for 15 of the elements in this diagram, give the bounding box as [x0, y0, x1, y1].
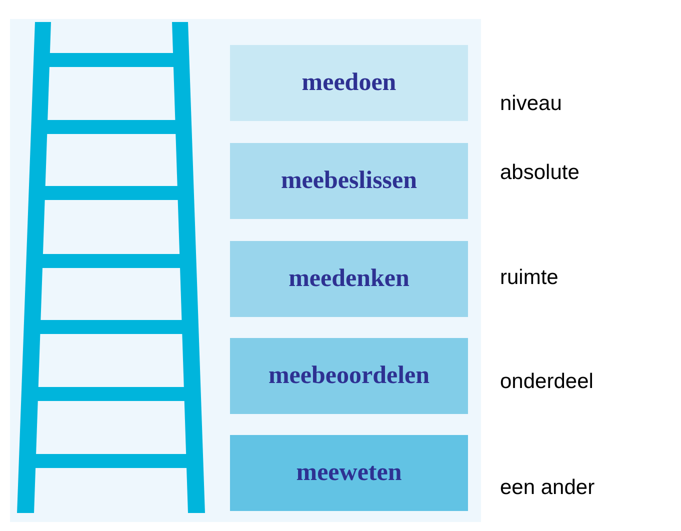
- side-note: niveau: [500, 92, 562, 116]
- level-label: meedenken: [288, 265, 410, 293]
- level-box: [230, 143, 468, 219]
- level-label: meeweten: [296, 459, 402, 487]
- side-note: onderdeel: [500, 370, 594, 394]
- side-note: absolute: [500, 161, 580, 185]
- level-box: [230, 435, 468, 511]
- level-box: [230, 338, 468, 414]
- level-label: meebeslissen: [280, 167, 418, 195]
- side-note: ruimte: [500, 266, 558, 290]
- level-box: [230, 241, 468, 317]
- level-label: meebeoordelen: [268, 362, 430, 390]
- side-note: een ander: [500, 476, 595, 500]
- level-box: [230, 45, 468, 121]
- level-label: meedoen: [302, 69, 396, 97]
